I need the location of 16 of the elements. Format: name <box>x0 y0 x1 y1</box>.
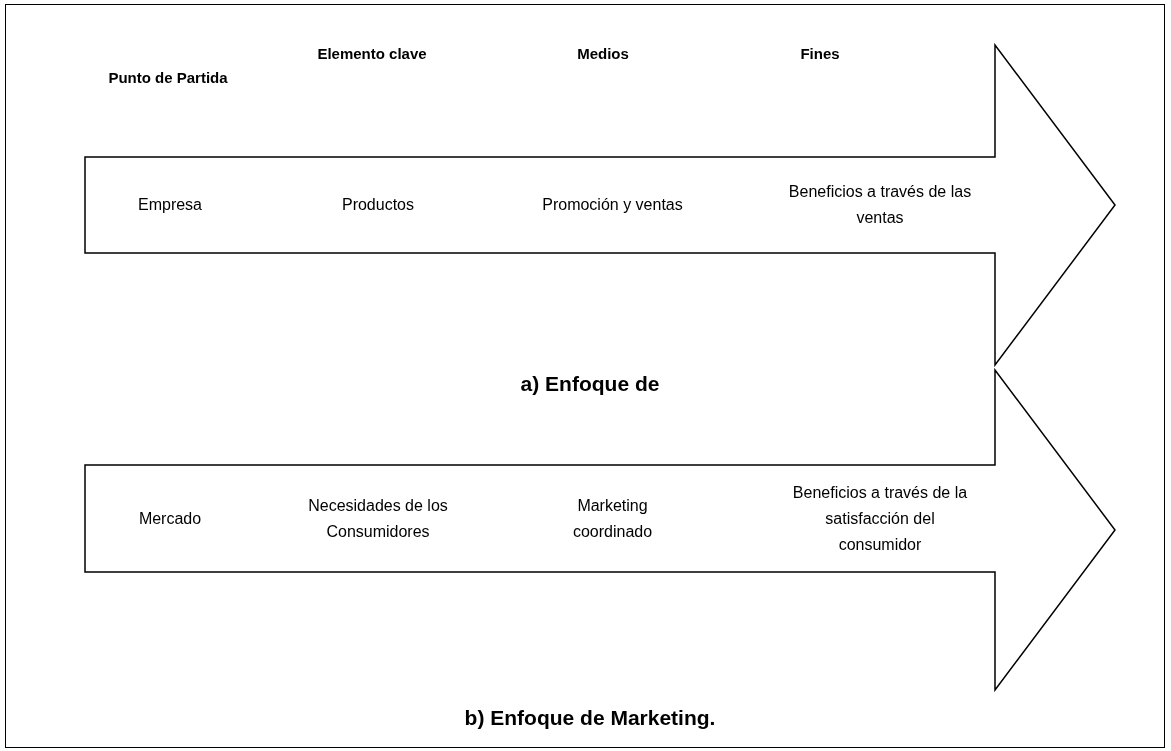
arrow-text: Productos <box>340 195 415 215</box>
arrow-text: Promoción y ventas <box>541 195 684 215</box>
column-heading: Elemento clave <box>316 44 428 64</box>
column-heading: Punto de Partida <box>108 68 228 88</box>
arrow-text: Empresa <box>137 195 203 215</box>
block-arrow <box>85 45 1115 365</box>
arrow-text: Beneficios a través de la satisfacción del consumidor <box>791 482 969 555</box>
column-heading: Medios <box>576 44 630 64</box>
block-arrow <box>85 370 1115 690</box>
caption: b) Enfoque de Marketing. <box>463 706 717 730</box>
arrow-text: Necesidades de los Consumidores <box>307 495 449 542</box>
arrow-text: Marketing coordinado <box>571 495 654 542</box>
column-heading: Fines <box>799 44 841 64</box>
arrow-text: Mercado <box>137 508 203 529</box>
arrow-text: Beneficios a través de las ventas <box>787 182 973 228</box>
caption: a) Enfoque de <box>519 372 661 396</box>
